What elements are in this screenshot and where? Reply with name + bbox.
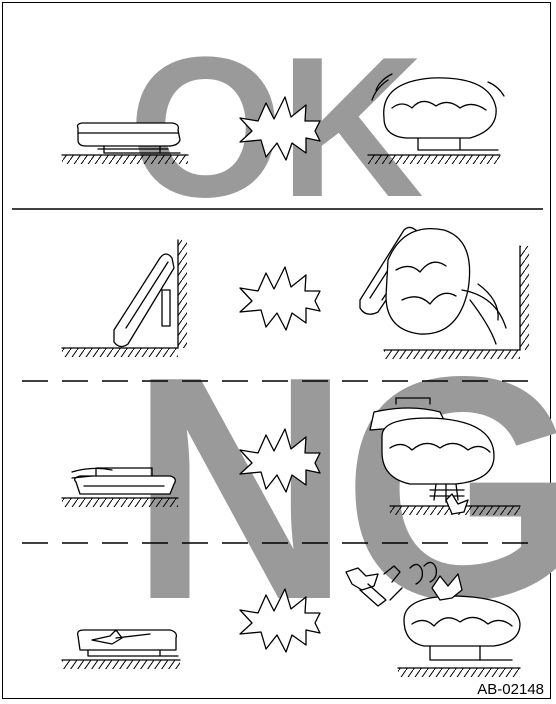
ng2-airbag-impact [370, 398, 520, 515]
figure-code: AB-02148 [477, 681, 544, 698]
ng3-airbag-with-tool [62, 630, 180, 669]
ng1-airbag-against-wall [62, 240, 187, 357]
ng2-burst-arrow [240, 429, 320, 492]
ng1-burst-arrow [240, 267, 320, 330]
ng1-airbag-bounced [360, 227, 529, 359]
ng3-burst-arrow [240, 589, 320, 652]
ng3-airbag-tool-flying [346, 562, 520, 677]
ok-airbag-folded [62, 123, 188, 164]
ok-burst-arrow [240, 97, 320, 160]
ok-airbag-deployed [368, 74, 504, 164]
ng2-airbag-upside-down [62, 468, 178, 507]
